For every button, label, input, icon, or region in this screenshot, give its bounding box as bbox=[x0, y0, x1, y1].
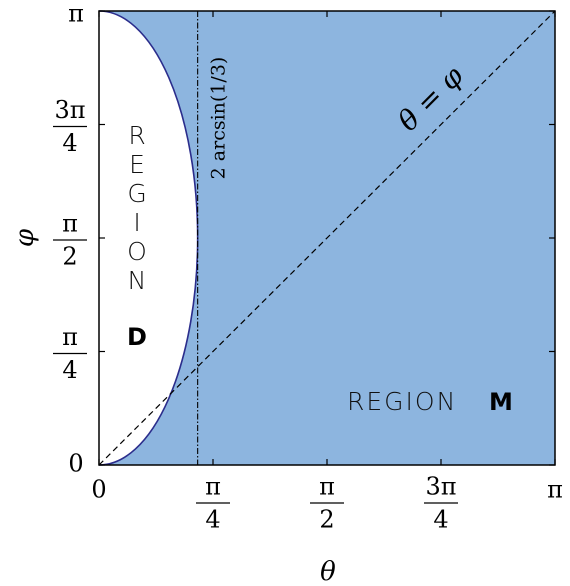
region-d-letter-1: E bbox=[129, 150, 145, 179]
region-d-fill bbox=[99, 10, 198, 465]
x-tick-label-0: 0 bbox=[91, 476, 106, 504]
region-d-letter: D bbox=[127, 323, 147, 351]
y-tick-label-num-2: π bbox=[62, 209, 78, 237]
x-tick-label-den-1: 4 bbox=[205, 506, 220, 534]
y-tick-label-den-1: 4 bbox=[62, 356, 77, 384]
region-m-letter: M bbox=[489, 388, 513, 416]
x-axis-title: θ bbox=[320, 557, 336, 586]
y-tick-label-num-3: 3π bbox=[54, 96, 85, 124]
region-m-prefix: REGION bbox=[347, 387, 457, 416]
x-tick-label-num-2: π bbox=[319, 473, 335, 501]
x-tick-label-den-3: 4 bbox=[433, 506, 448, 534]
diagonal-line bbox=[98, 10, 556, 466]
region-d-letter-3: I bbox=[133, 208, 140, 237]
plot-area bbox=[98, 10, 556, 466]
region-d-letter-4: O bbox=[127, 237, 147, 266]
vertical-line-label: 2 arcsin(1/3) bbox=[208, 57, 230, 180]
y-tick-label-4: π bbox=[68, 0, 84, 28]
y-axis-title: φ bbox=[10, 228, 40, 247]
y-tick-label-num-1: π bbox=[62, 323, 78, 351]
region-d-letter-0: R bbox=[128, 121, 145, 150]
y-tick-label-0: 0 bbox=[68, 450, 83, 478]
x-tick-label-4: π bbox=[547, 476, 563, 504]
x-tick-label-den-2: 2 bbox=[319, 506, 334, 534]
x-tick-label-num-1: π bbox=[205, 473, 221, 501]
y-tick-label-den-3: 4 bbox=[62, 129, 77, 157]
x-tick-label-num-3: 3π bbox=[425, 473, 456, 501]
y-tick-label-den-2: 2 bbox=[62, 242, 77, 270]
region-d-letter-2: G bbox=[127, 179, 146, 208]
region-d-letter-5: N bbox=[128, 266, 147, 295]
